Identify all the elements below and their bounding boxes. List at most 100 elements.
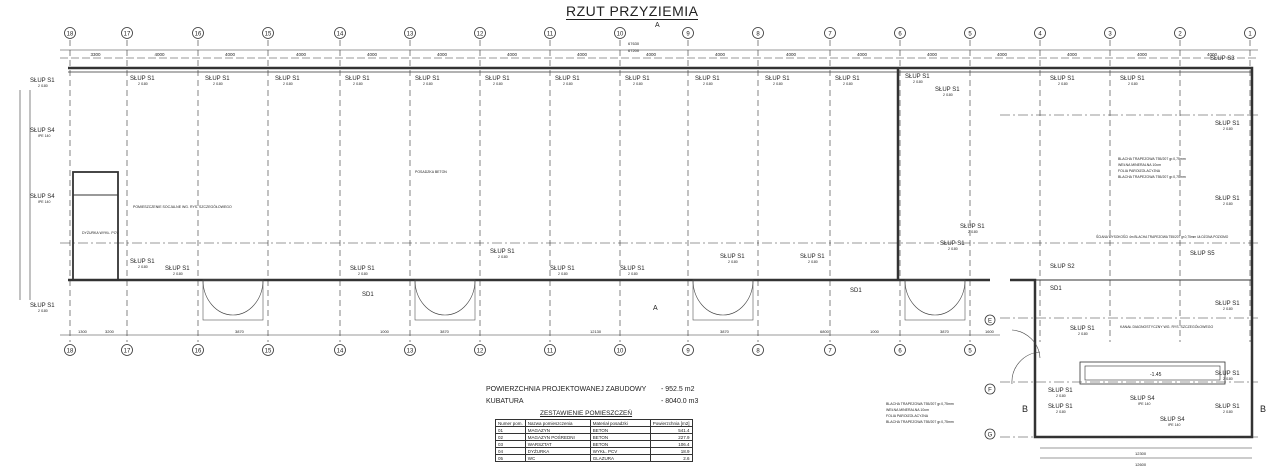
axis-marker-bottom <box>121 344 133 356</box>
column-label-sub: 2 I180 <box>138 82 148 86</box>
column-label-sub: 2 I180 <box>1056 394 1066 398</box>
drawing-title: RZUT PRZYZIEMIA <box>566 3 699 20</box>
axis-label-top: 1 <box>1248 32 1252 38</box>
axis-label-top: 5 <box>968 32 972 38</box>
inspection-channel-inner <box>1084 365 1221 381</box>
axis-marker-bottom <box>404 344 416 356</box>
axis-marker-top <box>1174 27 1186 39</box>
room-floor: BETON <box>589 426 651 434</box>
door-swing <box>692 279 724 316</box>
axis-label-bottom: 16 <box>195 349 202 355</box>
column-label-s1: SŁUP S1 <box>1070 326 1095 332</box>
room-number: 04 <box>495 447 526 455</box>
column-label-sub: 2 I180 <box>213 82 223 86</box>
room-area: 541.4 <box>649 426 693 434</box>
dimension-text: 6800 <box>820 329 830 334</box>
column-label-s1: SŁUP S1 <box>30 303 55 309</box>
column-label-s1: SŁUP S1 <box>835 76 860 82</box>
axis-marker-top <box>682 27 694 39</box>
column-label-sub: IPE 140 <box>1168 423 1181 427</box>
annex-room <box>72 171 119 281</box>
column-label-sd1: SD1 <box>1050 286 1062 292</box>
column-label-s1: SŁUP S1 <box>345 76 370 82</box>
door-swing <box>202 279 234 316</box>
column-label-s1: SŁUP S1 <box>625 76 650 82</box>
axis-marker-top <box>1244 27 1256 39</box>
room-name: WARSZTAT <box>524 440 591 448</box>
door-swing <box>722 279 754 316</box>
dimension-text: 1300 <box>78 329 88 334</box>
column-label-sub: 2 I180 <box>773 82 783 86</box>
room-area: 2.6 <box>649 454 693 462</box>
column-label-sub: 2 I180 <box>498 255 508 259</box>
axis-label-bottom: 11 <box>547 349 554 355</box>
gate-opening <box>904 279 966 321</box>
door-swing <box>1011 329 1041 359</box>
volume-value: - 8040.0 m3 <box>661 398 699 405</box>
axis-label-bottom: 14 <box>337 349 344 355</box>
axis-marker-bottom <box>64 344 76 356</box>
dimension-text: 4000 <box>225 52 236 57</box>
row-axis-marker <box>984 314 996 326</box>
column-label-sub: 2 I180 <box>1058 82 1068 86</box>
roof-layer-note: FOLIA PAROIZOLACYJNA <box>1118 169 1161 173</box>
dimension-text: 1000 <box>870 329 880 334</box>
column-label-sub: 2 I180 <box>808 260 818 264</box>
roof-layer-note: WEŁNA MINERALNA 10cm <box>886 408 929 412</box>
dimension-text: 4000 <box>437 52 448 57</box>
column-label-sub: 2 I180 <box>1223 202 1233 206</box>
axis-label-top: 11 <box>547 32 554 38</box>
dimension-text: 67630 <box>628 41 640 46</box>
door-swing <box>934 279 966 316</box>
column-label-s1: SŁUP S1 <box>1048 388 1073 394</box>
axis-label-top: 18 <box>67 32 74 38</box>
door-swing <box>444 279 476 316</box>
axis-label-bottom: 7 <box>828 349 832 355</box>
column-label-s2: SŁUP S2 <box>1050 264 1075 270</box>
axis-label-top: 15 <box>265 32 272 38</box>
axis-label-bottom: 6 <box>898 349 902 355</box>
axis-marker-bottom <box>614 344 626 356</box>
room-floor: GLAZURA <box>589 454 651 462</box>
column-label-s1: SŁUP S1 <box>205 76 230 82</box>
column-label-sub: 2 I180 <box>913 80 923 84</box>
door-swing <box>232 279 264 316</box>
dimension-text: 4000 <box>155 52 166 57</box>
column-label-s1: SŁUP S1 <box>555 76 580 82</box>
column-label-s1: SŁUP S1 <box>1215 404 1240 410</box>
dimension-text: 12600 <box>1135 462 1147 467</box>
dimension-text: 3300 <box>91 52 102 57</box>
level-mark: -1.45 <box>1150 372 1162 378</box>
axis-label-top: 3 <box>1108 32 1112 38</box>
column-label-sub: 2 I180 <box>948 247 958 251</box>
axis-marker-top <box>894 27 906 39</box>
header-name: Nazwa pomieszczenia <box>524 419 591 427</box>
dimension-text: 4000 <box>646 52 657 57</box>
axis-label-top: 10 <box>617 32 624 38</box>
volume-label: KUBATURA <box>486 398 524 405</box>
column-label-sub: 2 I180 <box>1223 377 1233 381</box>
dimension-text: 4000 <box>367 52 378 57</box>
dimension-text: 4000 <box>577 52 588 57</box>
column-label-s4: SŁUP S4 <box>30 194 55 200</box>
column-label-sub: 2 I180 <box>628 272 638 276</box>
roof-layer-note: WEŁNA MINERALNA 10cm <box>1118 163 1161 167</box>
column-label-sub: 2 I180 <box>283 82 293 86</box>
room-name: WC <box>524 454 591 462</box>
axis-label-bottom: 12 <box>477 349 484 355</box>
room-note: POMIESZCZENIE SOCJALNE WG. RYS. SZCZEGÓŁ… <box>133 204 232 209</box>
column-label-sub: 2 I180 <box>1056 410 1066 414</box>
axis-label-top: 17 <box>124 32 131 38</box>
room-number: 02 <box>495 433 526 441</box>
section-mark-b: B <box>1260 404 1266 414</box>
column-label-sub: 2 I180 <box>1223 410 1233 414</box>
column-label-sub: IPE 140 <box>38 200 51 204</box>
header-number: Numer pom. <box>495 419 526 427</box>
axis-marker-top <box>192 27 204 39</box>
column-label-s1: SŁUP S1 <box>1050 76 1075 82</box>
dimension-text: 12300 <box>1135 451 1147 456</box>
channel-note: KANAŁ DIAGNOSTYCZNY WG. RYS. SZCZEGÓŁOWE… <box>1120 324 1213 329</box>
door-swing <box>414 279 446 316</box>
